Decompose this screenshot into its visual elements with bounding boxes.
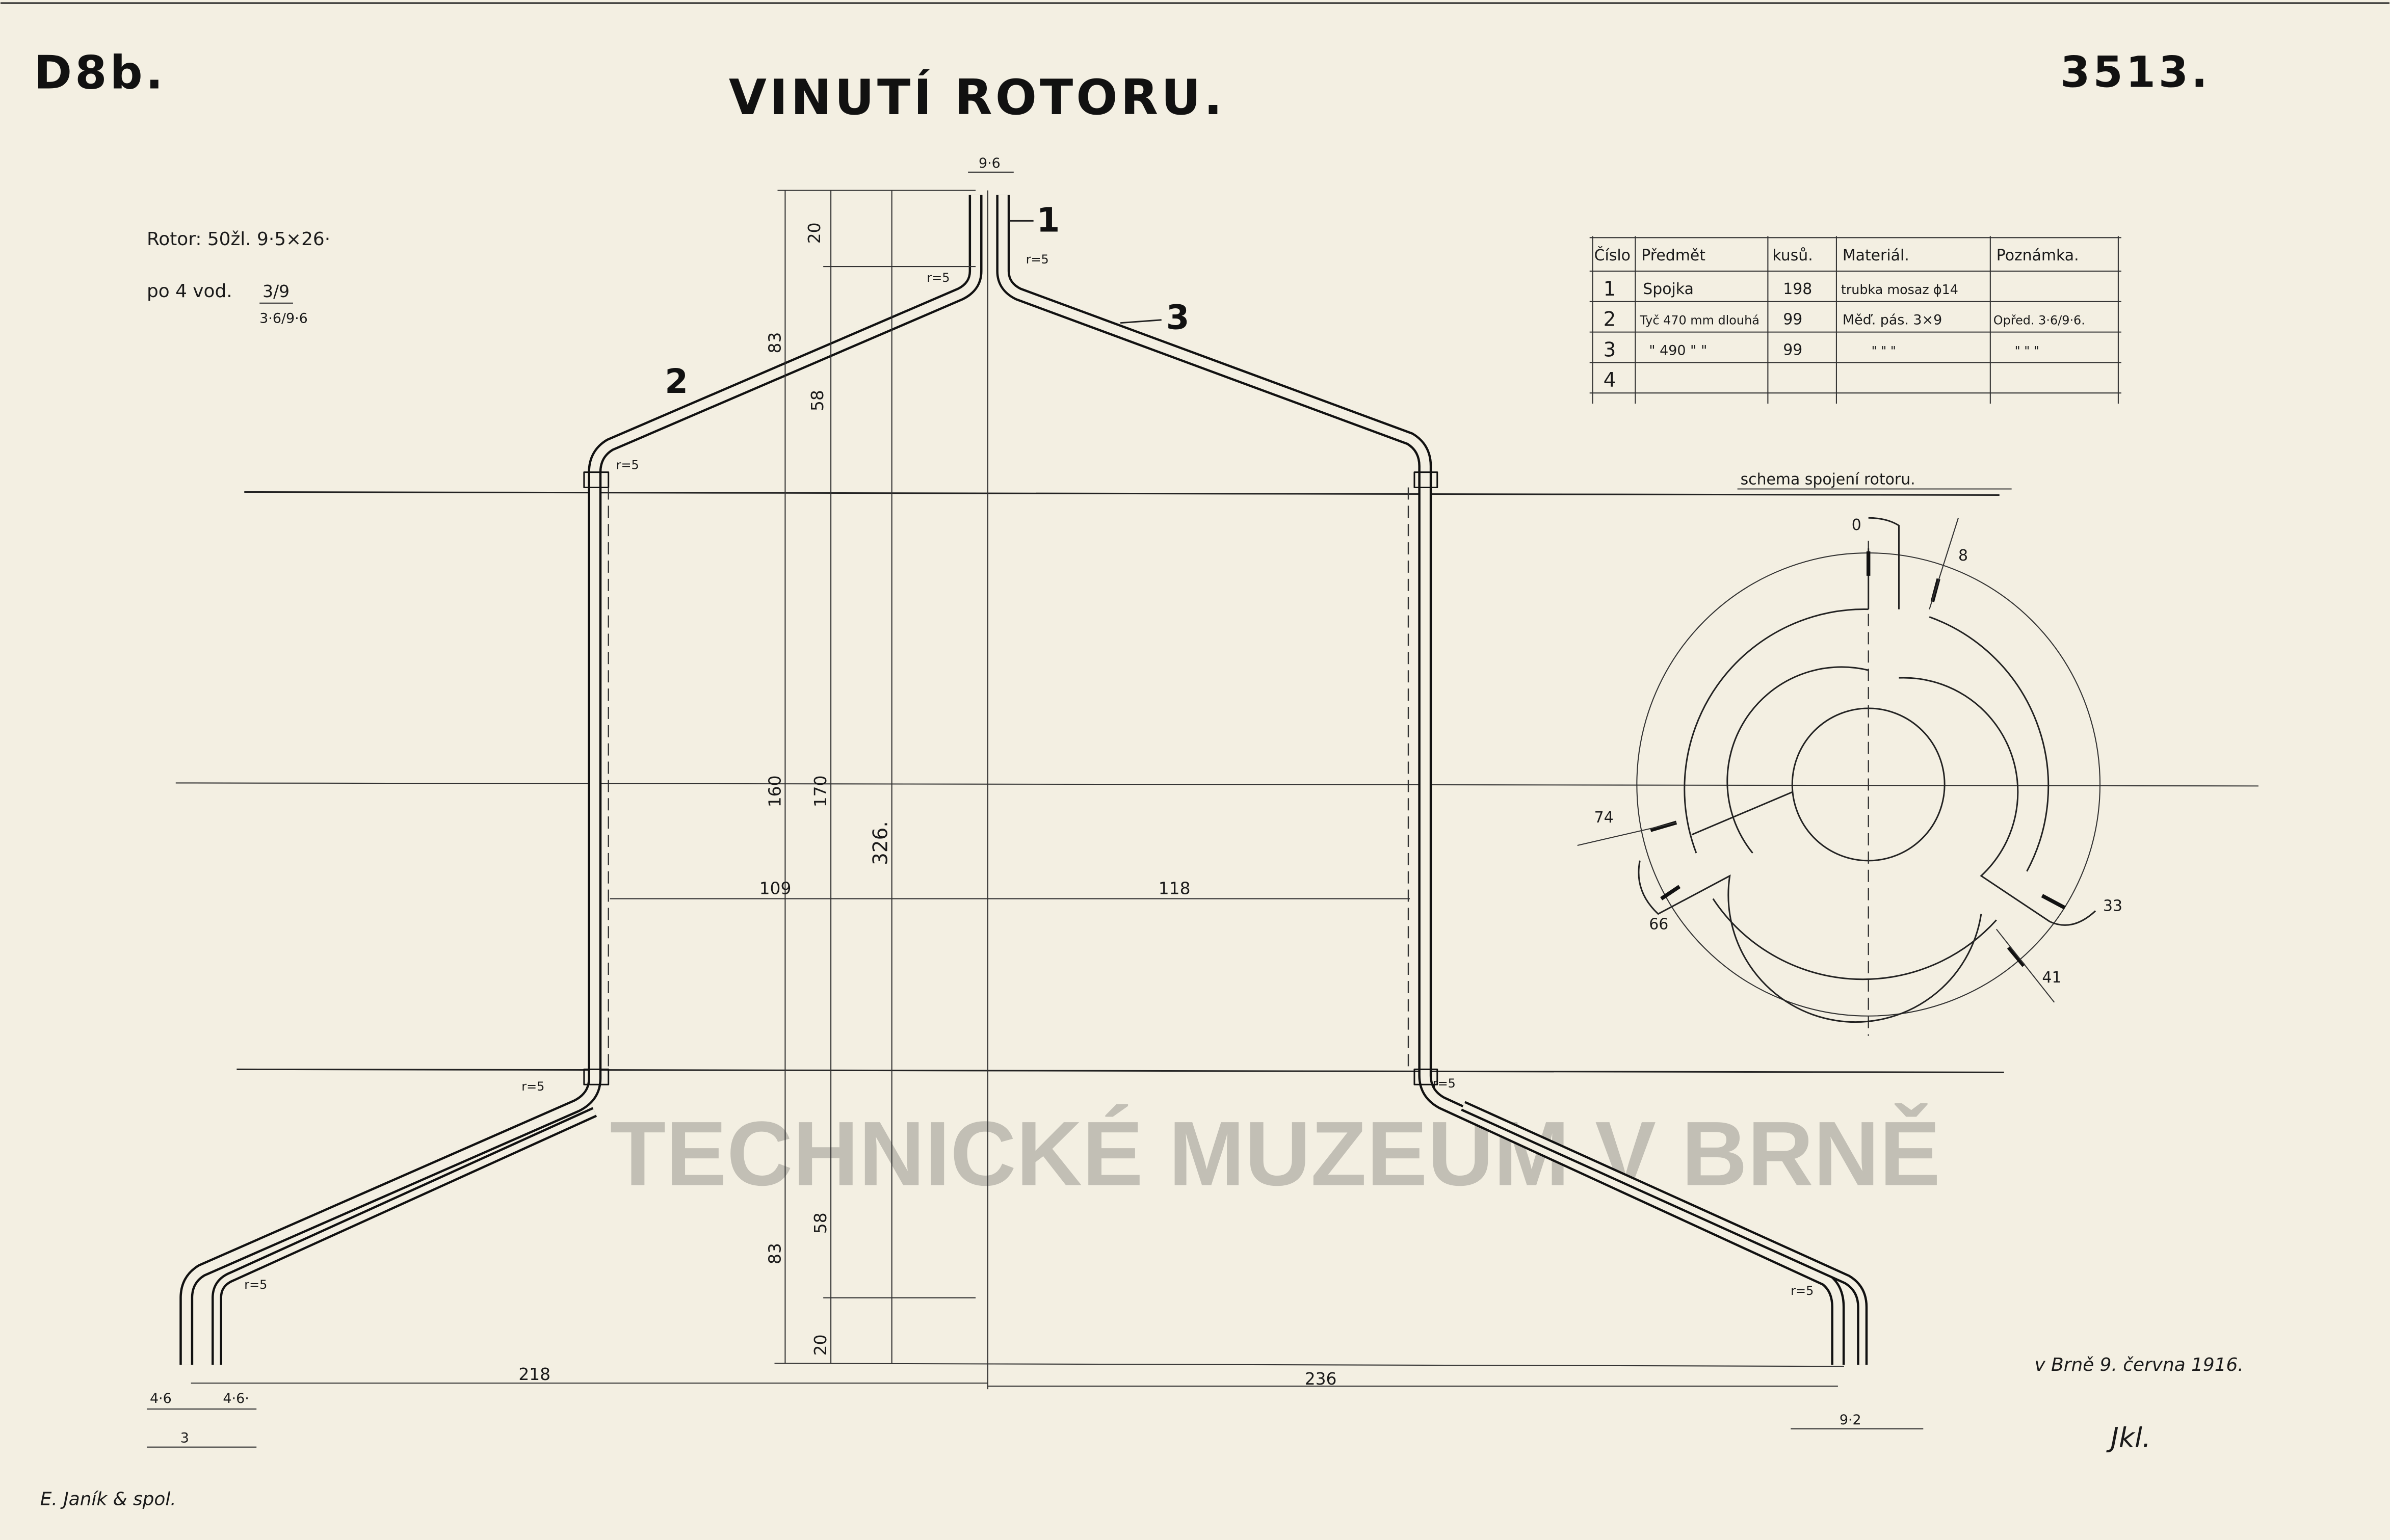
table-cell: 3 <box>1604 338 1616 361</box>
dim-236: 236 <box>1305 1369 1337 1389</box>
dim-118: 118 <box>1159 879 1191 898</box>
table-cell: Tyč 470 mm dlouhá <box>1639 313 1759 328</box>
dim-9-6-top: 9·6 <box>979 155 1001 171</box>
dim-326: 326. <box>870 821 892 865</box>
drawing-title: VINUTÍ ROTORU. <box>729 68 1225 126</box>
dim-160: 160 <box>765 775 784 807</box>
table-cell: 2 <box>1604 308 1616 331</box>
fraction-bottom: 3·6/9·6 <box>259 311 308 327</box>
maker-credit: E. Janík & spol. <box>40 1489 176 1509</box>
radius-label: r=5 <box>1433 1076 1456 1091</box>
table-cell: Měď. pás. 3×9 <box>1843 312 1942 328</box>
table-cell: 99 <box>1783 311 1802 329</box>
dimension-lines <box>146 171 1924 1448</box>
part-label-3: 3 <box>1166 298 1193 337</box>
table-header: Materiál. <box>1843 247 1909 264</box>
dim-4-6-right: 4·6· <box>223 1391 249 1406</box>
part-label-1: 1 <box>1037 200 1063 240</box>
dim-170: 170 <box>810 775 830 807</box>
table-header: Předmět <box>1641 247 1705 264</box>
radius-label: r=5 <box>1026 252 1049 267</box>
table-cell: " " " <box>2015 343 2039 358</box>
schema-label-8: 8 <box>1958 547 1968 565</box>
dim-58-bottom: 58 <box>810 1212 830 1234</box>
dim-9-2: 9·2 <box>1840 1412 1861 1428</box>
dim-218: 218 <box>518 1364 550 1384</box>
sheet-code: D8b. <box>34 46 166 99</box>
dim-4-6-left: 4·6 <box>150 1391 172 1406</box>
radius-label: r=5 <box>1791 1284 1814 1298</box>
dim-83-top: 83 <box>765 332 784 354</box>
table-cell: " 490 " " <box>1649 342 1707 358</box>
radius-label: r=5 <box>244 1278 267 1292</box>
dim-109: 109 <box>759 879 792 898</box>
table-cell: 198 <box>1783 280 1812 298</box>
museum-watermark: TECHNICKÉ MUZEUM V BRNĚ <box>610 1103 1940 1205</box>
schema-label-0: 0 <box>1852 516 1861 534</box>
schema-label-33: 33 <box>2103 897 2122 915</box>
dim-83-bottom: 83 <box>765 1243 784 1264</box>
table-cell: Spojka <box>1643 280 1694 298</box>
dim-3: 3 <box>180 1430 189 1446</box>
coil-winding <box>179 195 1868 1365</box>
connection-schema: schema spojení rotoru. 0 8 74 <box>1577 471 2122 1036</box>
fraction-top: 3/9 <box>262 281 290 301</box>
reference-lines <box>175 190 2258 1390</box>
table-cell: Opřed. 3·6/9·6. <box>1993 313 2085 328</box>
table-cell: 4 <box>1604 369 1616 392</box>
conductor-note: po 4 vod. <box>147 281 232 302</box>
table-cell: trubka mosaz ϕ14 <box>1841 282 1958 297</box>
dim-20-bottom: 20 <box>810 1334 830 1356</box>
schema-label-74: 74 <box>1594 809 1614 827</box>
dim-58-top: 58 <box>807 390 827 411</box>
table-cell: 1 <box>1604 278 1616 301</box>
radius-label: r=5 <box>927 271 950 285</box>
signature: Jkl. <box>2106 1422 2151 1454</box>
table-header: Poznámka. <box>1997 247 2079 264</box>
schema-label-41: 41 <box>2042 969 2061 987</box>
drawing-date: v Brně 9. června 1916. <box>2035 1355 2244 1375</box>
schema-title: schema spojení rotoru. <box>1741 471 1915 489</box>
drawing-number: 3513. <box>2060 47 2211 97</box>
table-header: Číslo <box>1594 246 1631 264</box>
dim-20-top: 20 <box>804 222 824 244</box>
part-label-2: 2 <box>665 362 691 401</box>
radius-label: r=5 <box>521 1079 544 1094</box>
rotor-note: Rotor: 50žl. 9·5×26· <box>147 229 330 250</box>
radius-label: r=5 <box>616 458 639 472</box>
table-header: kusů. <box>1772 247 1813 264</box>
parts-table: Číslo Předmět kusů. Materiál. Poznámka. … <box>1589 236 2121 404</box>
table-cell: 99 <box>1783 341 1802 359</box>
table-cell: " " " <box>1872 343 1896 358</box>
schema-label-66: 66 <box>1649 915 1668 933</box>
